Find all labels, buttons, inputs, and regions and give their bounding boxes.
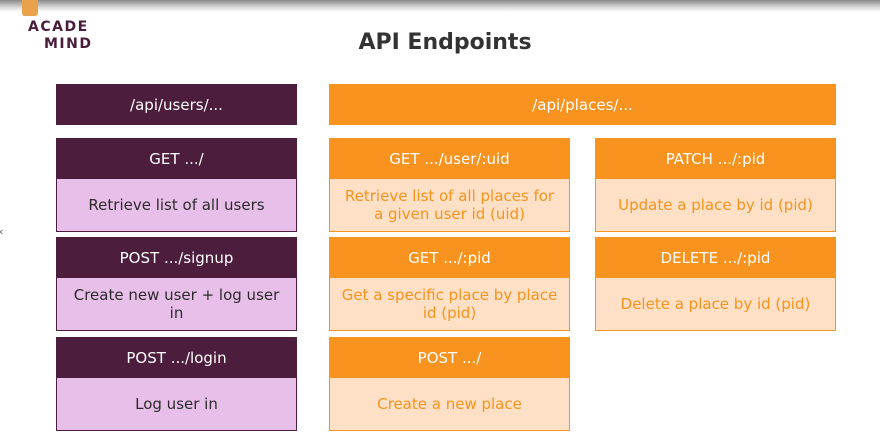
users-endpoint-get-all-method: GET .../ <box>56 138 297 179</box>
users-endpoint-login-method: POST .../login <box>56 337 297 378</box>
logo-mark-icon <box>22 0 38 16</box>
places-endpoint-patch-method: PATCH .../:pid <box>595 138 836 179</box>
users-endpoint-get-all-description: Retrieve list of all users <box>56 179 297 232</box>
academind-logo: ACADE MIND <box>18 0 128 55</box>
users-endpoint-login-description: Log user in <box>56 378 297 431</box>
users-endpoint-signup-method: POST .../signup <box>56 237 297 278</box>
chevron-left-icon[interactable]: ‹ <box>0 225 3 238</box>
logo-text-line2: MIND <box>44 36 93 52</box>
window-top-bar <box>0 0 880 12</box>
places-endpoint-get-by-user-method: GET .../user/:uid <box>329 138 570 179</box>
places-endpoint-get-by-id-description: Get a specific place by place id (pid) <box>329 278 570 331</box>
places-endpoint-patch-description: Update a place by id (pid) <box>595 179 836 232</box>
places-endpoint-create-description: Create a new place <box>329 378 570 431</box>
users-route-header: /api/users/... <box>56 84 297 125</box>
places-endpoint-delete-description: Delete a place by id (pid) <box>595 278 836 331</box>
places-endpoint-get-by-user-description: Retrieve list of all places for a given … <box>329 179 570 232</box>
places-endpoint-delete-method: DELETE .../:pid <box>595 237 836 278</box>
users-endpoint-signup-description: Create new user + log user in <box>56 278 297 331</box>
logo-text-line1: ACADE <box>28 19 89 35</box>
slide-title: API Endpoints <box>358 30 532 55</box>
places-route-header: /api/places/... <box>329 84 836 125</box>
places-endpoint-create-method: POST .../ <box>329 337 570 378</box>
places-endpoint-get-by-id-method: GET .../:pid <box>329 237 570 278</box>
